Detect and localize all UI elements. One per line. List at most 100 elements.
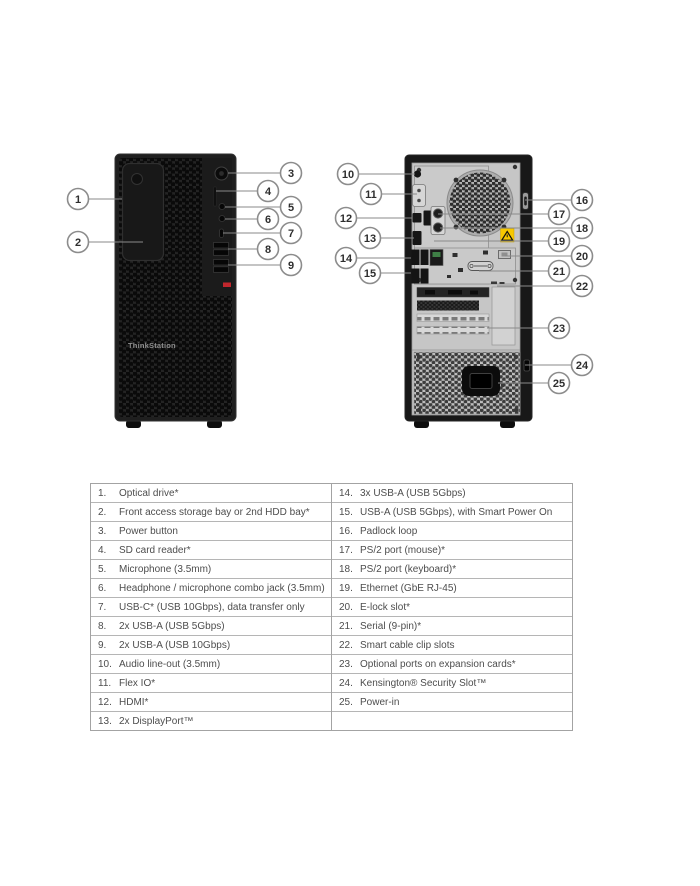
legend-item-label: Flex IO* bbox=[119, 677, 156, 689]
callout-12: 12 bbox=[334, 206, 358, 230]
front-foot-right bbox=[207, 420, 222, 428]
legend-item-label: E-lock slot* bbox=[360, 601, 411, 613]
legend-item-label: Power-in bbox=[360, 696, 400, 708]
legend-item-number: 4. bbox=[98, 544, 107, 556]
legend-row: 11. Flex IO* bbox=[91, 674, 331, 693]
callout-10: 10 bbox=[336, 162, 360, 186]
callout-circle bbox=[334, 206, 358, 230]
legend-row: 1.Optical drive* bbox=[91, 484, 331, 503]
legend-row: 19.Ethernet (GbE RJ-45) bbox=[332, 579, 572, 598]
legend-item-label: Microphone (3.5mm) bbox=[119, 563, 212, 575]
callout-number: 24 bbox=[576, 360, 589, 372]
legend-item-number: 22. bbox=[339, 639, 353, 651]
legend-table: 1.Optical drive*2.Front access storage b… bbox=[90, 483, 573, 731]
callout-8: 8 bbox=[256, 237, 280, 261]
legend-item-label: Audio line-out (3.5mm) bbox=[119, 658, 221, 670]
legend-item-label: Front access storage bay or 2nd HDD bay* bbox=[119, 506, 310, 518]
legend-item-number: 12. bbox=[98, 696, 112, 708]
legend-row: 13.2x DisplayPort™ bbox=[91, 712, 331, 730]
callout-circle bbox=[570, 188, 594, 212]
callout-number: 14 bbox=[340, 253, 353, 265]
tower-diagram-figure: ThinkStation bbox=[66, 153, 594, 428]
callout-19: 19 bbox=[547, 229, 571, 253]
legend-column-left: 1.Optical drive*2.Front access storage b… bbox=[91, 484, 332, 730]
callout-circle bbox=[570, 244, 594, 268]
legend-item-number: 21. bbox=[339, 620, 353, 632]
ps2-ports bbox=[430, 206, 446, 235]
legend-row: 23.Optional ports on expansion cards* bbox=[332, 655, 572, 674]
callout-18: 18 bbox=[570, 216, 594, 240]
callout-circle bbox=[547, 229, 571, 253]
legend-row: 20.E-lock slot* bbox=[332, 598, 572, 617]
audio-line-out-jack bbox=[413, 170, 422, 178]
callout-21: 21 bbox=[547, 259, 571, 283]
callout-7: 7 bbox=[279, 221, 303, 245]
serial-port bbox=[467, 261, 494, 271]
callout-9: 9 bbox=[279, 253, 303, 277]
legend-item-label: Kensington® Security Slot™ bbox=[360, 677, 487, 689]
legend-item-number: 7. bbox=[98, 601, 107, 613]
displayport-1 bbox=[423, 210, 433, 226]
legend-item-number: 24. bbox=[339, 677, 353, 689]
rear-usb-ports bbox=[411, 249, 429, 284]
callout-number: 10 bbox=[342, 169, 354, 181]
callout-number: 8 bbox=[265, 244, 271, 256]
usb-a-pair-5gbps bbox=[213, 242, 229, 256]
callout-circle bbox=[66, 230, 90, 254]
legend-row: 14.3x USB-A (USB 5Gbps) bbox=[332, 484, 572, 503]
callout-number: 2 bbox=[75, 237, 81, 249]
legend-row: 16.Padlock loop bbox=[332, 522, 572, 541]
callout-20: 20 bbox=[570, 244, 594, 268]
displayport-2 bbox=[412, 231, 422, 245]
legend-row: 24. Kensington® Security Slot™ bbox=[332, 674, 572, 693]
legend-row: 22. Smart cable clip slots bbox=[332, 636, 572, 655]
callout-circle bbox=[279, 221, 303, 245]
callout-circle bbox=[66, 187, 90, 211]
legend-item-number: 17. bbox=[339, 544, 353, 556]
callout-number: 19 bbox=[553, 236, 565, 248]
expansion-slots bbox=[416, 287, 490, 335]
legend-item-number: 18. bbox=[339, 563, 353, 575]
legend-row: 18.PS/2 port (keyboard)* bbox=[332, 560, 572, 579]
legend-item-label: Smart cable clip slots bbox=[360, 639, 455, 651]
callout-number: 23 bbox=[553, 323, 565, 335]
sd-card-slot bbox=[213, 186, 217, 207]
callout-5: 5 bbox=[279, 195, 303, 219]
callout-circle bbox=[547, 202, 571, 226]
panel-knockouts bbox=[447, 250, 488, 278]
callout-number: 1 bbox=[75, 194, 81, 206]
rear-foot-left bbox=[414, 420, 429, 428]
callout-circle bbox=[336, 162, 360, 186]
legend-item-number: 11. bbox=[98, 677, 112, 689]
legend-item-label: 3x USB-A (USB 5Gbps) bbox=[360, 487, 466, 499]
legend-item-number: 8. bbox=[98, 620, 107, 632]
callout-number: 6 bbox=[265, 214, 271, 226]
callout-layer: 1234567891011121314151617181920212223242… bbox=[66, 161, 594, 395]
callout-2: 2 bbox=[66, 230, 90, 254]
usb-a-pair-10gbps bbox=[213, 259, 229, 273]
psu-bay-bracket bbox=[491, 286, 516, 346]
callout-circle bbox=[570, 274, 594, 298]
front-port-strip bbox=[202, 158, 232, 296]
legend-row: 21.Serial (9-pin)* bbox=[332, 617, 572, 636]
thinkstation-logo: ThinkStation bbox=[128, 341, 176, 350]
legend-item-number: 23. bbox=[339, 658, 353, 670]
legend-item-label: 2x USB-A (USB 10Gbps) bbox=[119, 639, 231, 651]
callout-number: 12 bbox=[340, 213, 352, 225]
callout-3: 3 bbox=[279, 161, 303, 185]
front-drive-bay bbox=[121, 162, 165, 262]
legend-item-label: Power button bbox=[119, 525, 178, 537]
legend-item-number: 19. bbox=[339, 582, 353, 594]
callout-number: 9 bbox=[288, 260, 294, 272]
legend-row: 3.Power button bbox=[91, 522, 331, 541]
front-foot-left bbox=[126, 420, 141, 428]
legend-row bbox=[332, 712, 572, 730]
legend-item-number: 15. bbox=[339, 506, 353, 518]
legend-row: 6.Headphone / microphone combo jack (3.5… bbox=[91, 579, 331, 598]
callout-number: 13 bbox=[364, 233, 376, 245]
callout-circle bbox=[547, 316, 571, 340]
legend-row: 10.Audio line-out (3.5mm) bbox=[91, 655, 331, 674]
callout-circle bbox=[358, 261, 382, 285]
legend-row: 12.HDMI* bbox=[91, 693, 331, 712]
